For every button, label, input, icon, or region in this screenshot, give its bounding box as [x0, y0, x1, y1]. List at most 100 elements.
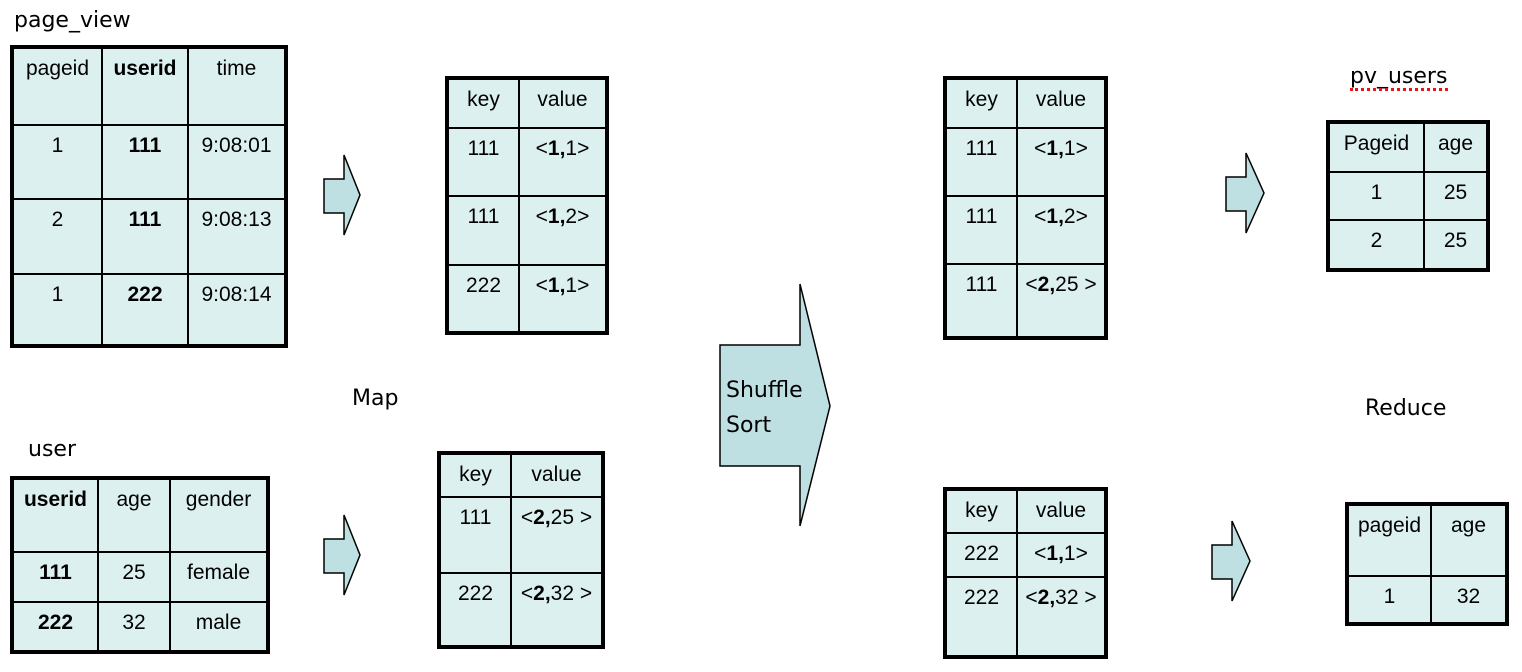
table-row: 1 111 9:08:01 [11, 124, 287, 200]
value-open: < [535, 137, 548, 160]
value-rest: 32 > [550, 582, 593, 605]
value-bold: 2, [533, 582, 551, 605]
cell-gender: male [169, 601, 269, 653]
cell-key: 222 [944, 576, 1018, 658]
cell-age: 25 [97, 551, 171, 603]
cell-age: 32 [1430, 575, 1508, 625]
cell-userid: 222 [11, 601, 99, 653]
cell-value: <2,32 > [510, 572, 604, 648]
table-row: 1 222 9:08:14 [11, 273, 287, 347]
cell-pageid: 2 [11, 198, 103, 275]
arrow-right-icon [323, 514, 361, 596]
header-age: age [1423, 121, 1489, 173]
cell-value: <1,1> [1016, 127, 1107, 197]
shuffle-arrow-icon [719, 283, 831, 527]
cell-key: 222 [944, 532, 1018, 578]
table-row: 2 25 [1327, 219, 1489, 271]
value-bold: 1, [547, 274, 566, 297]
cell-value: <2,25 > [510, 496, 604, 574]
arrow-right-icon [1211, 520, 1251, 602]
value-bold: 1, [547, 205, 566, 228]
cell-value: <1,2> [1016, 195, 1107, 265]
table-row: 1 25 [1327, 171, 1489, 221]
cell-userid: 111 [101, 124, 189, 200]
cell-age: 32 [97, 601, 171, 653]
header-value: value [1016, 488, 1107, 534]
table-row: 111 <1,1> [944, 127, 1107, 197]
table-row: 111 <1,2> [944, 195, 1107, 265]
cell-userid: 111 [11, 551, 99, 603]
value-open: < [1034, 542, 1047, 565]
value-bold: 2, [533, 506, 551, 529]
value-rest: 1> [565, 137, 590, 160]
shuffle-sort-label: Shuffle Sort [726, 373, 803, 443]
cell-time: 9:08:14 [187, 273, 287, 347]
cell-value: <2,32 > [1016, 576, 1107, 658]
cell-value: <1,2> [518, 195, 608, 266]
cell-pageid: 1 [11, 124, 103, 200]
cell-key: 111 [446, 127, 520, 197]
sort-label-line: Sort [726, 413, 772, 438]
header-gender: gender [169, 477, 269, 553]
cell-time: 9:08:13 [187, 198, 287, 275]
value-open: < [520, 506, 534, 529]
cell-key: 111 [944, 263, 1018, 339]
table-row: 111 <1,2> [446, 195, 608, 266]
value-open: < [520, 582, 534, 605]
table-row: 1 32 [1346, 575, 1508, 625]
header-pageid: Pageid [1327, 121, 1425, 173]
cell-value: <1,1> [1016, 532, 1107, 578]
header-key: key [446, 77, 520, 129]
pv-users-title: pv_users [1350, 64, 1448, 89]
value-rest: 32 > [1055, 586, 1097, 609]
header-userid: userid [11, 477, 99, 553]
cell-key: 111 [944, 127, 1018, 197]
value-rest: 2> [565, 205, 590, 228]
header-key: key [438, 452, 512, 498]
value-bold: 2, [1037, 586, 1056, 609]
cell-value: <1,1> [518, 127, 608, 197]
cell-key: 222 [446, 264, 520, 334]
reduce-label: Reduce [1365, 396, 1447, 421]
cell-key: 111 [438, 496, 512, 574]
table-row: 111 25 female [11, 551, 269, 603]
cell-age: 25 [1423, 219, 1489, 271]
header-value: value [1016, 77, 1107, 129]
cell-key: 222 [438, 572, 512, 648]
table-row: 222 <1,1> [446, 264, 608, 334]
value-bold: 1, [547, 137, 566, 160]
map-user-table: key value 111 <2,25 > 222 <2,32 > [437, 451, 605, 649]
table-row: 2 111 9:08:13 [11, 198, 287, 275]
value-open: < [1034, 137, 1047, 160]
value-open: < [1034, 205, 1047, 228]
table-row: 222 32 male [11, 601, 269, 653]
shuffle-222-table: key value 222 <1,1> 222 <2,32 > [943, 487, 1108, 659]
value-open: < [1025, 586, 1038, 609]
value-rest: 1> [1063, 542, 1088, 565]
value-bold: 1, [1046, 137, 1064, 160]
cell-value: <2,25 > [1016, 263, 1107, 339]
table-row: 222 <2,32 > [438, 572, 604, 648]
table-row: 222 <2,32 > [944, 576, 1107, 658]
cell-userid: 222 [101, 273, 189, 347]
user-title: user [28, 437, 76, 462]
header-pageid: pageid [11, 46, 103, 126]
cell-pageid: 1 [1327, 171, 1425, 221]
cell-pageid: 2 [1327, 219, 1425, 271]
table-row: 111 <2,25 > [438, 496, 604, 574]
value-rest: 1> [1063, 137, 1088, 160]
value-bold: 1, [1046, 205, 1064, 228]
map-page-view-table: key value 111 <1,1> 111 <1,2> 222 <1,1> [445, 76, 609, 335]
reduce-output-2-table: pageid age 1 32 [1345, 502, 1509, 626]
header-age: age [1430, 503, 1508, 577]
page-view-title: page_view [14, 8, 131, 33]
value-open: < [1025, 273, 1038, 296]
cell-age: 25 [1423, 171, 1489, 221]
header-value: value [518, 77, 608, 129]
value-open: < [535, 205, 548, 228]
cell-value: <1,1> [518, 264, 608, 334]
table-row: 111 <1,1> [446, 127, 608, 197]
header-key: key [944, 77, 1018, 129]
value-rest: 1> [565, 274, 590, 297]
user-table: userid age gender 111 25 female 222 32 m… [10, 476, 270, 654]
